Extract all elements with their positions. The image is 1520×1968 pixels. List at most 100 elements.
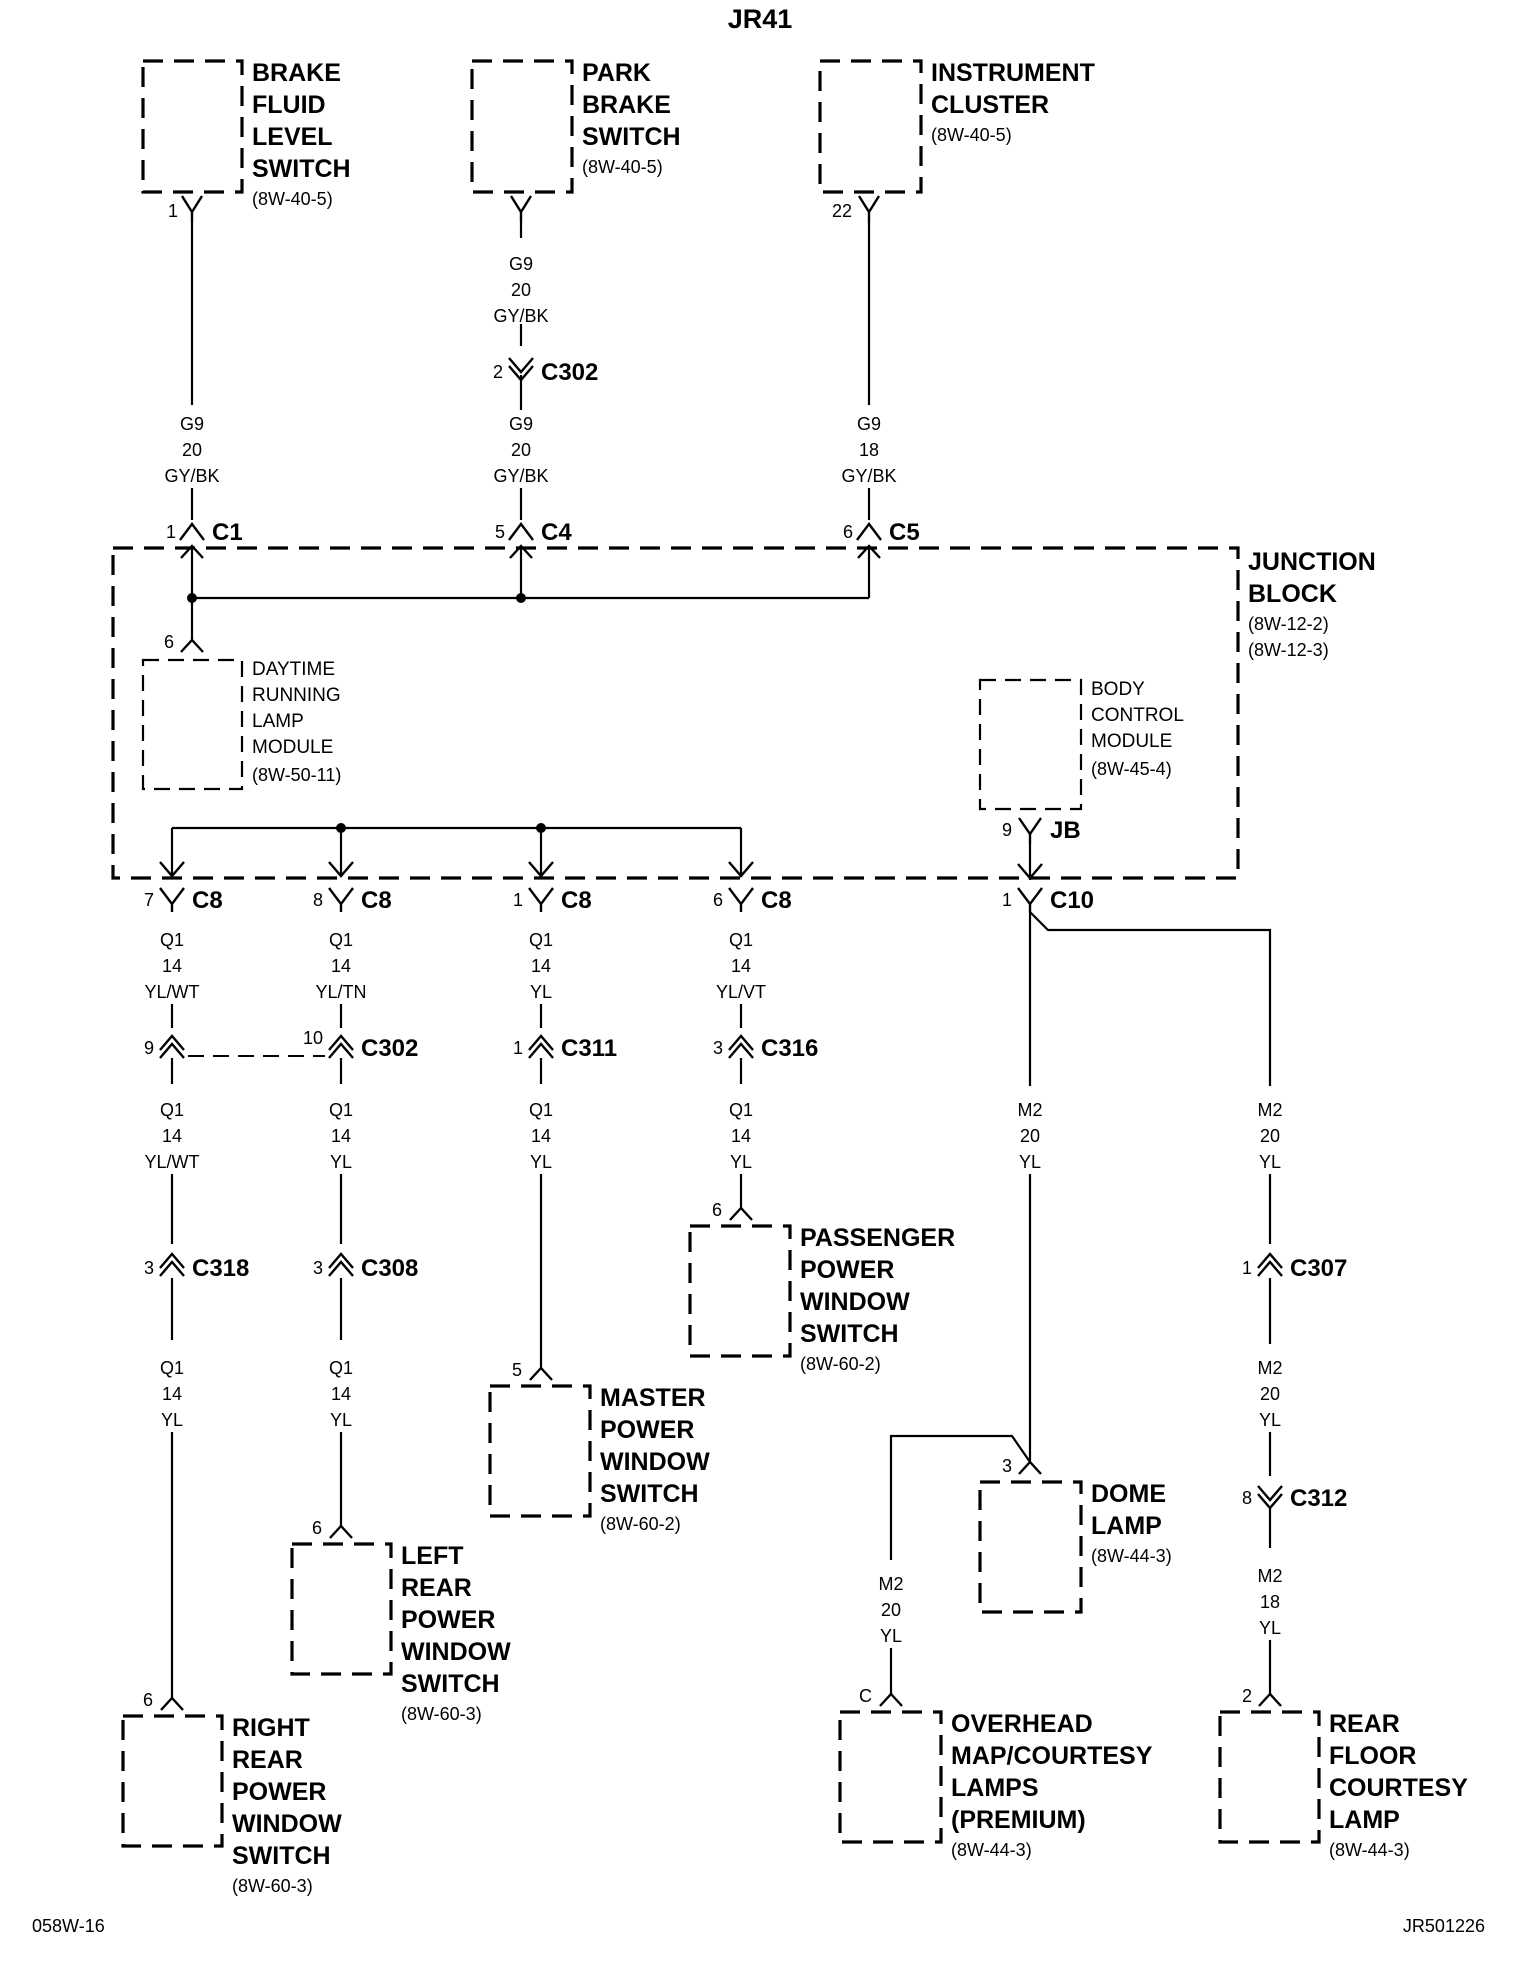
svg-text:Q1: Q1 (160, 930, 184, 950)
connector-c316: 3 C316 (713, 1034, 818, 1062)
svg-text:Q1: Q1 (529, 930, 553, 950)
svg-text:9: 9 (144, 1038, 154, 1058)
svg-text:YL: YL (530, 1152, 552, 1172)
svg-text:MAP/COURTESY: MAP/COURTESY (951, 1742, 1153, 1770)
svg-text:18: 18 (1260, 1592, 1280, 1612)
svg-text:RUNNING: RUNNING (252, 685, 341, 706)
right-rear-power-window-switch: 6 RIGHT REAR POWER WINDOW SWITCH (8W-60-… (121, 1690, 342, 1896)
svg-text:20: 20 (511, 280, 531, 300)
connector-c308: 3 C308 (313, 1252, 418, 1282)
svg-text:C4: C4 (541, 519, 572, 546)
svg-text:PASSENGER: PASSENGER (800, 1224, 955, 1252)
svg-text:BODY: BODY (1091, 679, 1145, 700)
wire-label-q1-b2: Q1 14 YL (329, 1100, 353, 1172)
brake-fluid-line-3: LEVEL (252, 123, 333, 151)
park-brake-line-1: PARK (582, 59, 651, 87)
connector-c312: 8 C312 (1242, 1485, 1347, 1512)
svg-text:(8W-44-3): (8W-44-3) (1091, 1546, 1172, 1566)
svg-text:7: 7 (144, 890, 154, 910)
svg-text:DOME: DOME (1091, 1480, 1166, 1508)
wire-label-m2-right3: M2 18 YL (1257, 1566, 1282, 1638)
svg-text:5: 5 (512, 1360, 522, 1380)
connector-c10: 1 C10 (1002, 887, 1094, 914)
svg-text:14: 14 (331, 1126, 351, 1146)
svg-text:MASTER: MASTER (600, 1384, 706, 1412)
park-brake-terminal (509, 195, 533, 222)
svg-text:2: 2 (1242, 1686, 1252, 1706)
svg-text:20: 20 (881, 1600, 901, 1620)
svg-text:C307: C307 (1290, 1255, 1347, 1282)
svg-text:C5: C5 (889, 519, 920, 546)
svg-text:Q1: Q1 (160, 1100, 184, 1120)
svg-text:C311: C311 (561, 1035, 617, 1062)
svg-text:(PREMIUM): (PREMIUM) (951, 1806, 1086, 1834)
svg-text:OVERHEAD: OVERHEAD (951, 1710, 1093, 1738)
svg-text:(8W-60-3): (8W-60-3) (232, 1876, 313, 1896)
svg-text:(8W-60-3): (8W-60-3) (401, 1704, 482, 1724)
svg-text:C302: C302 (361, 1035, 418, 1062)
passenger-power-window-switch: 6 PASSENGER POWER WINDOW SWITCH (8W-60-2… (688, 1200, 955, 1374)
svg-text:M2: M2 (1257, 1358, 1282, 1378)
wire-label-q1-b3: Q1 14 YL (329, 1358, 353, 1430)
bcm-pin: 9 (1002, 820, 1012, 840)
svg-text:1: 1 (166, 522, 176, 542)
svg-text:14: 14 (531, 1126, 551, 1146)
svg-text:YL/WT: YL/WT (144, 982, 199, 1002)
svg-text:14: 14 (162, 1126, 182, 1146)
brake-fluid-line-4: SWITCH (252, 155, 351, 183)
wire-label-m2-dome: M2 20 YL (1017, 1100, 1042, 1172)
brake-fluid-line-1: BRAKE (252, 59, 341, 87)
svg-text:6: 6 (143, 1690, 153, 1710)
wire-label-brake: G9 20 GY/BK (164, 414, 219, 486)
bcm-connector: JB (1050, 817, 1081, 844)
svg-text:8: 8 (1242, 1488, 1252, 1508)
instrument-cluster-line-2: CLUSTER (931, 91, 1049, 119)
drl-pin: 6 (164, 632, 174, 652)
park-brake-line-3: SWITCH (582, 123, 681, 151)
svg-text:14: 14 (162, 1384, 182, 1404)
wire-label-q1-d1: Q1 14 YL/VT (716, 930, 766, 1002)
svg-text:(8W-44-3): (8W-44-3) (1329, 1840, 1410, 1860)
svg-text:1: 1 (1002, 890, 1012, 910)
svg-text:WINDOW: WINDOW (232, 1810, 342, 1838)
svg-text:C8: C8 (561, 887, 592, 914)
svg-text:REAR: REAR (401, 1574, 472, 1602)
park-brake-switch: PARK BRAKE SWITCH (8W-40-5) (470, 59, 681, 194)
svg-text:WINDOW: WINDOW (800, 1288, 910, 1316)
svg-text:FLOOR: FLOOR (1329, 1742, 1417, 1770)
connector-c8-pin7: 7 C8 (144, 887, 223, 914)
svg-text:POWER: POWER (401, 1606, 495, 1634)
svg-text:YL: YL (880, 1626, 902, 1646)
svg-text:14: 14 (331, 1384, 351, 1404)
svg-text:G9: G9 (857, 414, 881, 434)
brake-fluid-terminal (180, 195, 204, 222)
svg-text:6: 6 (712, 1200, 722, 1220)
svg-text:YL: YL (1259, 1618, 1281, 1638)
svg-text:YL: YL (530, 982, 552, 1002)
left-rear-power-window-switch: 6 LEFT REAR POWER WINDOW SWITCH (8W-60-3… (290, 1518, 511, 1724)
svg-text:COURTESY: COURTESY (1329, 1774, 1468, 1802)
park-brake-line-2: BRAKE (582, 91, 671, 119)
footer-left-code: 058W-16 (32, 1916, 105, 1936)
svg-text:10: 10 (303, 1028, 323, 1048)
svg-text:Q1: Q1 (160, 1358, 184, 1378)
dome-lamp: 3 DOME LAMP (8W-44-3) (978, 1456, 1172, 1614)
svg-text:REAR: REAR (1329, 1710, 1400, 1738)
svg-text:14: 14 (162, 956, 182, 976)
svg-text:Q1: Q1 (729, 1100, 753, 1120)
daytime-running-lamp-module: 6 DAYTIME RUNNING LAMP MODULE (8W-50-11) (141, 632, 341, 791)
svg-text:Q1: Q1 (329, 1358, 353, 1378)
svg-text:G9: G9 (509, 414, 533, 434)
svg-text:POWER: POWER (800, 1256, 894, 1284)
park-brake-ref: (8W-40-5) (582, 157, 663, 177)
svg-text:POWER: POWER (600, 1416, 694, 1444)
svg-text:GY/BK: GY/BK (493, 306, 548, 326)
wire-label-q1-c2: Q1 14 YL (529, 1100, 553, 1172)
body-control-module: BODY CONTROL MODULE (8W-45-4) 9 JB (978, 678, 1184, 844)
svg-text:(8W-50-11): (8W-50-11) (252, 765, 341, 785)
connector-c8-pin1: 1 C8 (513, 887, 592, 914)
wire-label-cluster: G9 18 GY/BK (841, 414, 896, 486)
instrument-cluster: INSTRUMENT CLUSTER (8W-40-5) 22 (818, 59, 1095, 221)
junction-block-ref-1: (8W-12-2) (1248, 614, 1329, 634)
svg-text:Q1: Q1 (329, 1100, 353, 1120)
